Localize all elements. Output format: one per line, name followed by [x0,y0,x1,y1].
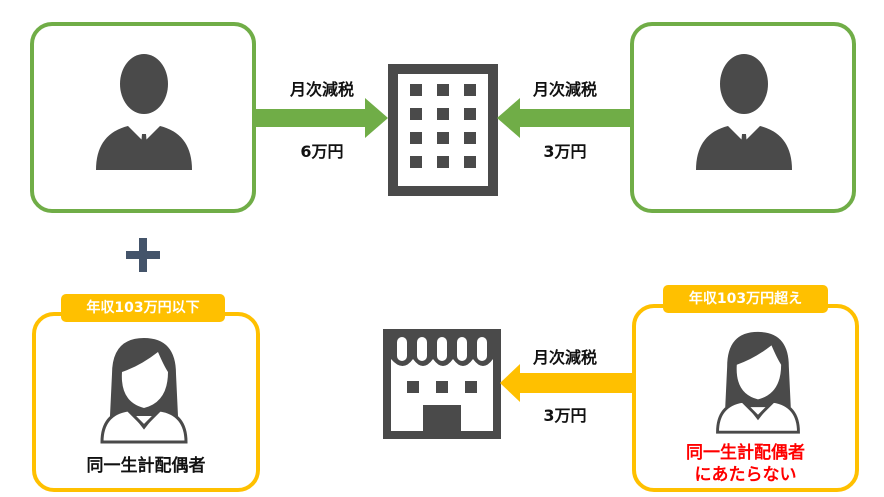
woman-icon [100,338,188,444]
man-icon [96,54,192,170]
arrow-left-yellow [500,364,632,402]
caption-line-2: にあたらない [694,465,797,485]
man-icon [696,54,792,170]
woman-icon [716,331,800,434]
office-building-icon [388,64,498,196]
not-spouse-caption: 同一生計配偶者 にあたらない [632,442,859,486]
spouse-caption: 同一生計配偶者 [86,456,206,476]
arrow-label: 月次減税 [289,80,354,99]
person-box-top-left [30,22,256,213]
arrow-amount: 3万円 [543,406,587,425]
income-badge: 年収103万円超え [663,285,828,313]
arrow-left-green [497,98,630,138]
person-box-top-right [630,22,856,213]
caption-line-1: 同一生計配偶者 [686,443,805,463]
arrow-amount: 3万円 [543,142,587,161]
arrow-label: 月次減税 [532,80,597,99]
arrow-label: 月次減税 [532,348,597,367]
shop-icon [383,329,501,439]
plus-icon [126,238,160,272]
arrow-amount: 6万円 [300,142,344,161]
income-badge: 年収103万円以下 [61,294,225,322]
arrow-right-green [255,98,388,138]
